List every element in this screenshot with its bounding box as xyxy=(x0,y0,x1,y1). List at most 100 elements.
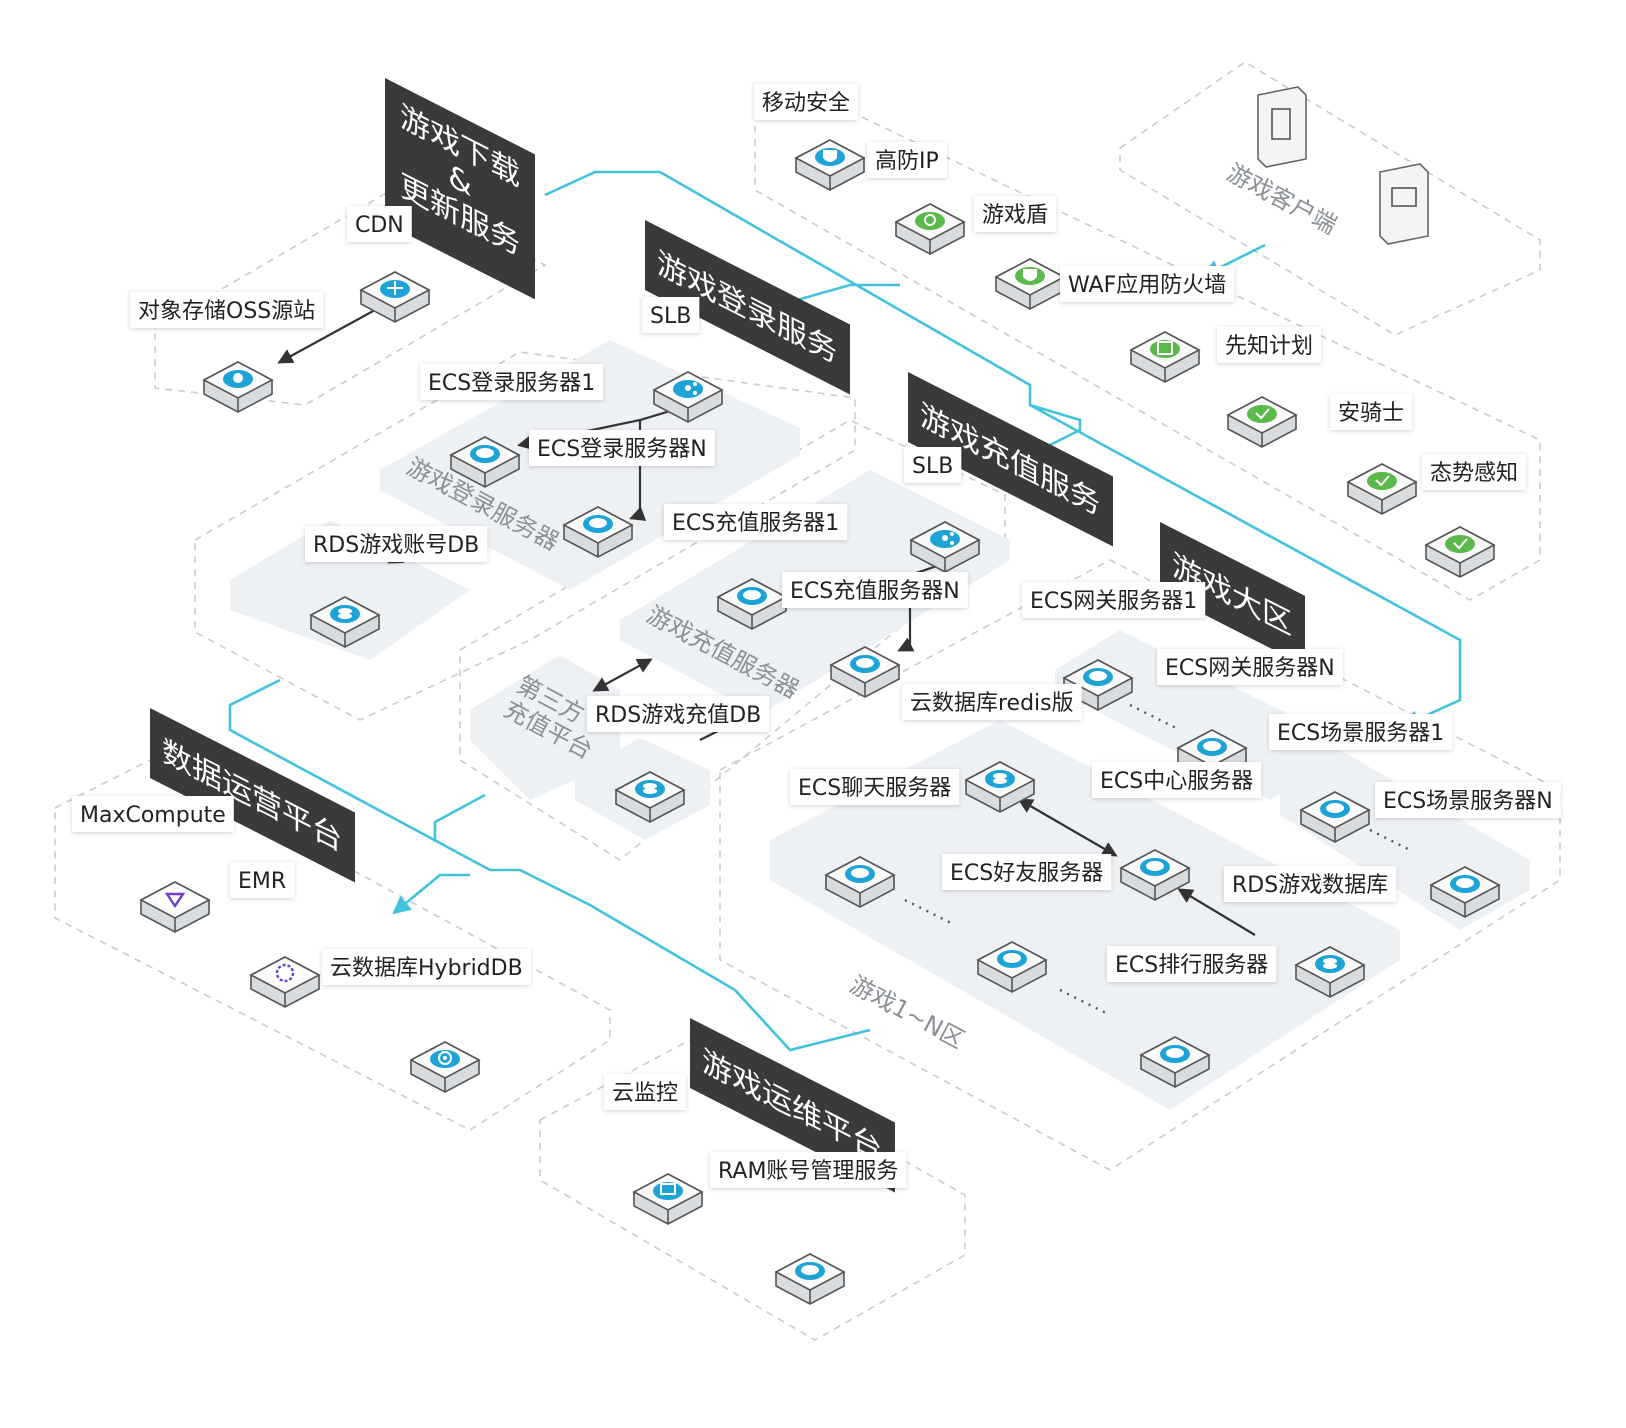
node-label-text: ECS中心服务器 xyxy=(1100,769,1253,794)
ring-icon xyxy=(267,963,303,984)
db-icon xyxy=(330,605,360,623)
label-ecs-scene-1: ECS场景服务器1 xyxy=(1269,714,1453,750)
node-label-text: SLB xyxy=(912,454,953,479)
label-mobile-security: 移动安全 xyxy=(754,84,859,120)
monitor-icon xyxy=(653,1182,683,1200)
label-rds-game: RDS游戏数据库 xyxy=(1224,866,1397,902)
node-label-text: 云数据库HybridDB xyxy=(330,956,523,981)
node-label-text: ECS登录服务器1 xyxy=(428,371,595,396)
node-slb-recharge xyxy=(909,521,981,573)
label-ecs-friend: ECS好友服务器 xyxy=(942,854,1112,890)
node-ecs-rank xyxy=(1139,1036,1211,1088)
tablet-icon xyxy=(1271,108,1291,140)
node-label-text: 安骑士 xyxy=(1338,401,1404,426)
node-label-text: ECS网关服务器1 xyxy=(1030,589,1197,614)
node-label-text: ECS场景服务器N xyxy=(1383,789,1553,814)
label-ecs-center: ECS中心服务器 xyxy=(1092,762,1262,798)
label-oss: 对象存储OSS源站 xyxy=(130,292,324,328)
db-icon xyxy=(635,780,665,798)
cloud-icon xyxy=(1160,1045,1190,1063)
zone-client xyxy=(1119,61,1541,336)
pad-zone-inner xyxy=(770,720,1400,1110)
nodes-layer: 移动安全高防IP游戏盾WAF应用防火墙先知计划安骑士态势感知CDN对象存储OSS… xyxy=(72,84,1561,1305)
label-ecs-recharge-n: ECS充值服务器N xyxy=(782,572,968,608)
cloud-icon xyxy=(997,950,1027,968)
shield-icon xyxy=(1015,267,1045,285)
label-ecs-gateway-1: ECS网关服务器1 xyxy=(1022,582,1206,618)
node-game-shield xyxy=(994,258,1066,310)
zone-outlines xyxy=(54,61,1561,1341)
cloud-icon xyxy=(1140,858,1170,876)
node-ecs-gateway-1 xyxy=(1062,659,1134,711)
node-label-text: 移动安全 xyxy=(762,91,850,116)
zone-download xyxy=(154,187,547,406)
node-ecs-login-n xyxy=(562,506,634,558)
node-cloud-monitor xyxy=(632,1173,704,1225)
label-game-shield: 游戏盾 xyxy=(974,196,1057,232)
node-oss xyxy=(202,361,274,413)
banner-data: 数据运营平台 xyxy=(150,708,355,883)
cloud-icon xyxy=(737,587,767,605)
node-ecs-scene-n xyxy=(1429,866,1501,918)
pad-gateway xyxy=(1055,630,1340,800)
graph-icon xyxy=(157,889,193,909)
node-label-text: SLB xyxy=(650,304,691,329)
hub-icon xyxy=(380,280,410,298)
cloud-icon xyxy=(850,655,880,673)
node-redis xyxy=(964,761,1036,813)
node-slb-login xyxy=(652,371,724,423)
swirl-icon xyxy=(430,1050,460,1068)
node-ecs-recharge-1 xyxy=(716,578,788,630)
node-label-text: ECS场景服务器1 xyxy=(1277,721,1444,746)
node-label-text: ECS聊天服务器 xyxy=(798,776,951,801)
node-hybriddb xyxy=(409,1041,481,1093)
wall-icon xyxy=(1150,340,1180,358)
label-ecs-login-1: ECS登录服务器1 xyxy=(420,364,604,400)
slb-icon xyxy=(673,380,703,398)
node-label-text: ECS排行服务器 xyxy=(1115,953,1268,978)
label-ram: RAM账号管理服务 xyxy=(710,1152,907,1188)
node-label-text: ECS登录服务器N xyxy=(537,437,707,462)
node-label-text: RAM账号管理服务 xyxy=(718,1159,898,1184)
node-ecs-chat xyxy=(824,856,896,908)
cloud-icon xyxy=(470,445,500,463)
label-cloud-monitor: 云监控 xyxy=(604,1074,687,1110)
client-device-2 xyxy=(1379,163,1429,245)
check-icon xyxy=(1247,405,1277,423)
label-ecs-login-n: ECS登录服务器N xyxy=(529,430,715,466)
label-anti-ddos: 高防IP xyxy=(867,142,947,178)
label-waf: WAF应用防火墙 xyxy=(1060,266,1235,302)
network-wires xyxy=(228,170,1462,1052)
label-ecs-rank: ECS排行服务器 xyxy=(1107,946,1277,982)
label-ecs-gateway-n: ECS网关服务器N xyxy=(1157,649,1343,685)
client-device-1 xyxy=(1257,86,1307,168)
label-emr: EMR xyxy=(230,862,295,898)
node-label-text: RDS游戏数据库 xyxy=(1232,873,1388,898)
node-situation xyxy=(1424,526,1496,578)
label-slb-recharge: SLB xyxy=(904,447,962,483)
cloud-icon xyxy=(1197,738,1227,756)
node-rds-game xyxy=(1294,946,1366,998)
node-label-text: 态势感知 xyxy=(1430,461,1518,486)
node-label-text: EMR xyxy=(238,869,286,894)
label-redis: 云数据库redis版 xyxy=(902,684,1082,720)
node-label-text: 游戏盾 xyxy=(982,203,1048,228)
drop-icon xyxy=(223,370,253,388)
node-label-text: ECS充值服务器1 xyxy=(672,511,839,536)
label-ecs-recharge-1: ECS充值服务器1 xyxy=(664,504,848,540)
cloud-icon xyxy=(1320,800,1350,818)
node-label-text: RDS游戏账号DB xyxy=(313,533,479,558)
node-ecs-recharge-n xyxy=(829,646,901,698)
node-rds-recharge xyxy=(614,771,686,823)
label-slb-login: SLB xyxy=(642,297,700,333)
node-label-text: MaxCompute xyxy=(80,803,226,828)
node-xianzhi xyxy=(1226,396,1298,448)
pad-rds-account xyxy=(230,520,470,660)
node-label-text: ECS网关服务器N xyxy=(1165,656,1335,681)
node-ecs-login-1 xyxy=(449,436,521,488)
node-label-text: 对象存储OSS源站 xyxy=(138,299,315,324)
node-cdn xyxy=(359,271,431,323)
node-waf xyxy=(1129,331,1201,383)
label-ecs-scene-n: ECS场景服务器N xyxy=(1375,782,1561,818)
